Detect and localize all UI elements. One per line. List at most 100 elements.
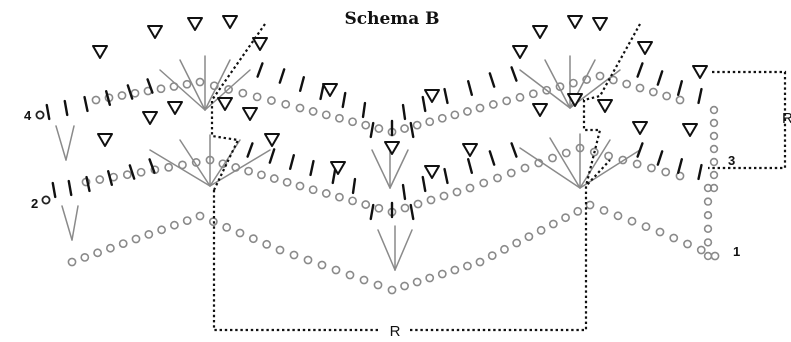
stitch-bar (331, 167, 337, 185)
chain-stitch (502, 96, 512, 106)
picot-triangle (424, 89, 440, 103)
stitch-stem (549, 137, 581, 189)
picot-triangle (462, 143, 478, 157)
chain-stitch (520, 163, 530, 173)
stitch-stem (61, 205, 73, 241)
chain-stitch (452, 187, 462, 197)
stitch-bar (510, 142, 518, 158)
chain-stitch (582, 75, 592, 84)
repeat-outline-right (708, 70, 787, 170)
chain-stitch (585, 200, 595, 210)
row-marker-2 (41, 195, 51, 205)
chain-stitch (487, 251, 497, 261)
chain-stitch (512, 238, 522, 248)
chain-stitch (709, 105, 719, 115)
chain-stitch (534, 158, 544, 168)
chain-stitch (117, 91, 127, 100)
chain-stitch (80, 252, 90, 262)
chain-stitch (218, 159, 228, 169)
chain-stitch (267, 96, 276, 105)
chain-stitch (118, 239, 128, 248)
stitch-bar (63, 99, 69, 117)
picot-triangle (92, 45, 108, 59)
chain-stitch (248, 234, 258, 244)
chain-stitch (595, 71, 605, 81)
chain-stitch (131, 234, 141, 244)
stitch-bar (278, 68, 286, 84)
picot-triangle (592, 17, 608, 31)
chain-stitch (608, 75, 618, 85)
chain-stitch (209, 81, 219, 91)
stitch-bar (466, 158, 474, 174)
chain-stitch (359, 275, 369, 285)
picot-triangle (532, 25, 548, 39)
chain-stitch (524, 232, 534, 242)
stitch-bar (45, 103, 51, 121)
stitch-bar (369, 203, 375, 221)
chain-stitch (662, 91, 672, 101)
chain-stitch (542, 85, 552, 95)
chain-stitch (632, 159, 642, 169)
stitch-bar (288, 154, 296, 170)
chain-stitch (335, 192, 344, 202)
chain-stitch (669, 233, 679, 243)
chain-stitch (426, 195, 436, 205)
chain-stitch (275, 245, 285, 255)
chain-stitch (345, 270, 355, 280)
picot-triangle (142, 111, 158, 125)
chain-stitch (589, 147, 599, 157)
chain-stitch (361, 200, 371, 209)
stitch-bar (51, 181, 57, 199)
chain-stitch (164, 162, 174, 172)
picot-triangle (692, 65, 708, 79)
stitch-bar (361, 101, 367, 119)
stitch-stem (579, 149, 641, 189)
row-marker-4 (35, 110, 45, 120)
stitch-stem (371, 149, 391, 189)
chain-stitch (709, 118, 719, 128)
chain-stitch (182, 79, 192, 89)
chain-stitch (295, 181, 305, 191)
stitch-stem (519, 147, 581, 189)
chain-stitch (235, 228, 245, 238)
stitch-stems (55, 55, 641, 271)
stitch-bar (341, 91, 347, 109)
stitch-bar (443, 167, 449, 185)
stitch-bar (697, 87, 703, 105)
chain-stitch (400, 203, 410, 213)
stitch-bar (146, 78, 154, 94)
chain-stitch (321, 189, 331, 198)
chain-stitch (195, 211, 205, 221)
picot-triangle (252, 37, 268, 51)
chain-stitch (156, 84, 166, 94)
picot-triangle (97, 133, 113, 147)
chain-stitch (683, 239, 692, 249)
chain-stitch (703, 238, 713, 247)
chain-stitch (182, 216, 192, 225)
picot-triangle (637, 41, 653, 55)
chain-stitch (252, 92, 262, 102)
chain-stitch (93, 248, 102, 258)
picot-triangle (682, 123, 698, 137)
stitch-bar (488, 150, 496, 166)
stitch-bar (510, 66, 518, 82)
picot-triangle (147, 25, 163, 39)
chain-stitch (463, 261, 472, 271)
chain-stitch (238, 88, 248, 98)
stitch-bar (409, 121, 415, 139)
chain-stitch (412, 120, 422, 130)
stitch-bar (67, 179, 73, 197)
stitch-bar (676, 158, 684, 174)
picot-triangle (187, 17, 203, 31)
stitch-stem (519, 69, 571, 109)
stitch-bar (351, 177, 357, 195)
stitch-bar (443, 87, 449, 105)
chain-stitch (641, 222, 651, 231)
chain-stitch (231, 163, 241, 172)
stitch-stem (159, 69, 206, 111)
picot-triangle (217, 97, 233, 111)
chain-stitch (295, 103, 305, 113)
chain-stitch (425, 273, 435, 283)
chain-stitch (703, 197, 713, 206)
chain-stitch (413, 199, 423, 209)
